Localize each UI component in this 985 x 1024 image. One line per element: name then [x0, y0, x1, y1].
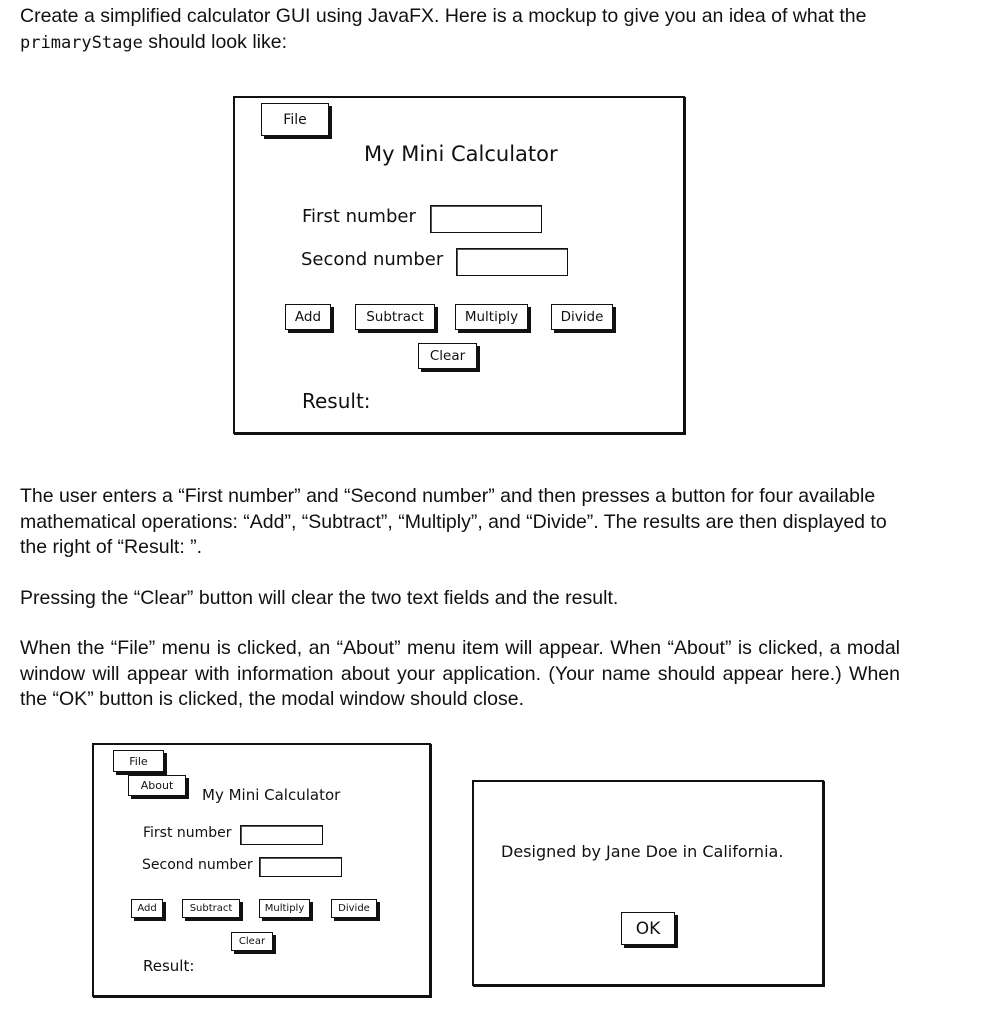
small-second-number-input[interactable] [259, 857, 342, 877]
main-subtract-button[interactable]: Subtract [355, 304, 435, 330]
file-menu-paragraph: When the “File” menu is clicked, an “Abo… [20, 637, 900, 710]
modal-ok-button[interactable]: OK [621, 912, 675, 945]
main-add-button[interactable]: Add [285, 304, 331, 330]
main-title: My Mini Calculator [364, 142, 558, 166]
main-divide-button[interactable]: Divide [551, 304, 613, 330]
main-first-number-label: First number [302, 206, 416, 227]
modal-frame [472, 780, 824, 986]
main-first-number-input[interactable] [430, 205, 542, 233]
modal-message: Designed by Jane Doe in California. [501, 842, 784, 861]
main-second-number-input[interactable] [456, 248, 568, 276]
description-paragraph: The user enters a “First number” and “Se… [20, 485, 887, 558]
small-second-number-label: Second number [142, 857, 253, 873]
small-file-menu[interactable]: File [113, 750, 164, 772]
small-clear-button[interactable]: Clear [231, 932, 273, 951]
small-result-label: Result: [143, 957, 195, 975]
main-file-menu[interactable]: File [261, 103, 329, 136]
small-multiply-button[interactable]: Multiply [259, 899, 310, 918]
small-subtract-button[interactable]: Subtract [182, 899, 240, 918]
intro-line-1: Create a simplified calculator GUI using… [20, 5, 867, 27]
small-divide-button[interactable]: Divide [331, 899, 377, 918]
main-clear-button[interactable]: Clear [418, 343, 477, 369]
small-title: My Mini Calculator [202, 786, 341, 804]
main-multiply-button[interactable]: Multiply [455, 304, 528, 330]
code-primary-stage: primaryStage [20, 32, 143, 53]
small-add-button[interactable]: Add [131, 899, 163, 918]
intro-line-2: should look like: [142, 30, 287, 53]
small-first-number-label: First number [143, 825, 232, 841]
small-first-number-input[interactable] [240, 825, 323, 845]
main-second-number-label: Second number [301, 249, 444, 270]
small-about-menu-item[interactable]: About [128, 775, 186, 796]
main-result-label: Result: [302, 389, 371, 413]
clear-paragraph: Pressing the “Clear” button will clear t… [20, 587, 619, 609]
intro-paragraph: Create a simplified calculator GUI using… [20, 4, 900, 56]
